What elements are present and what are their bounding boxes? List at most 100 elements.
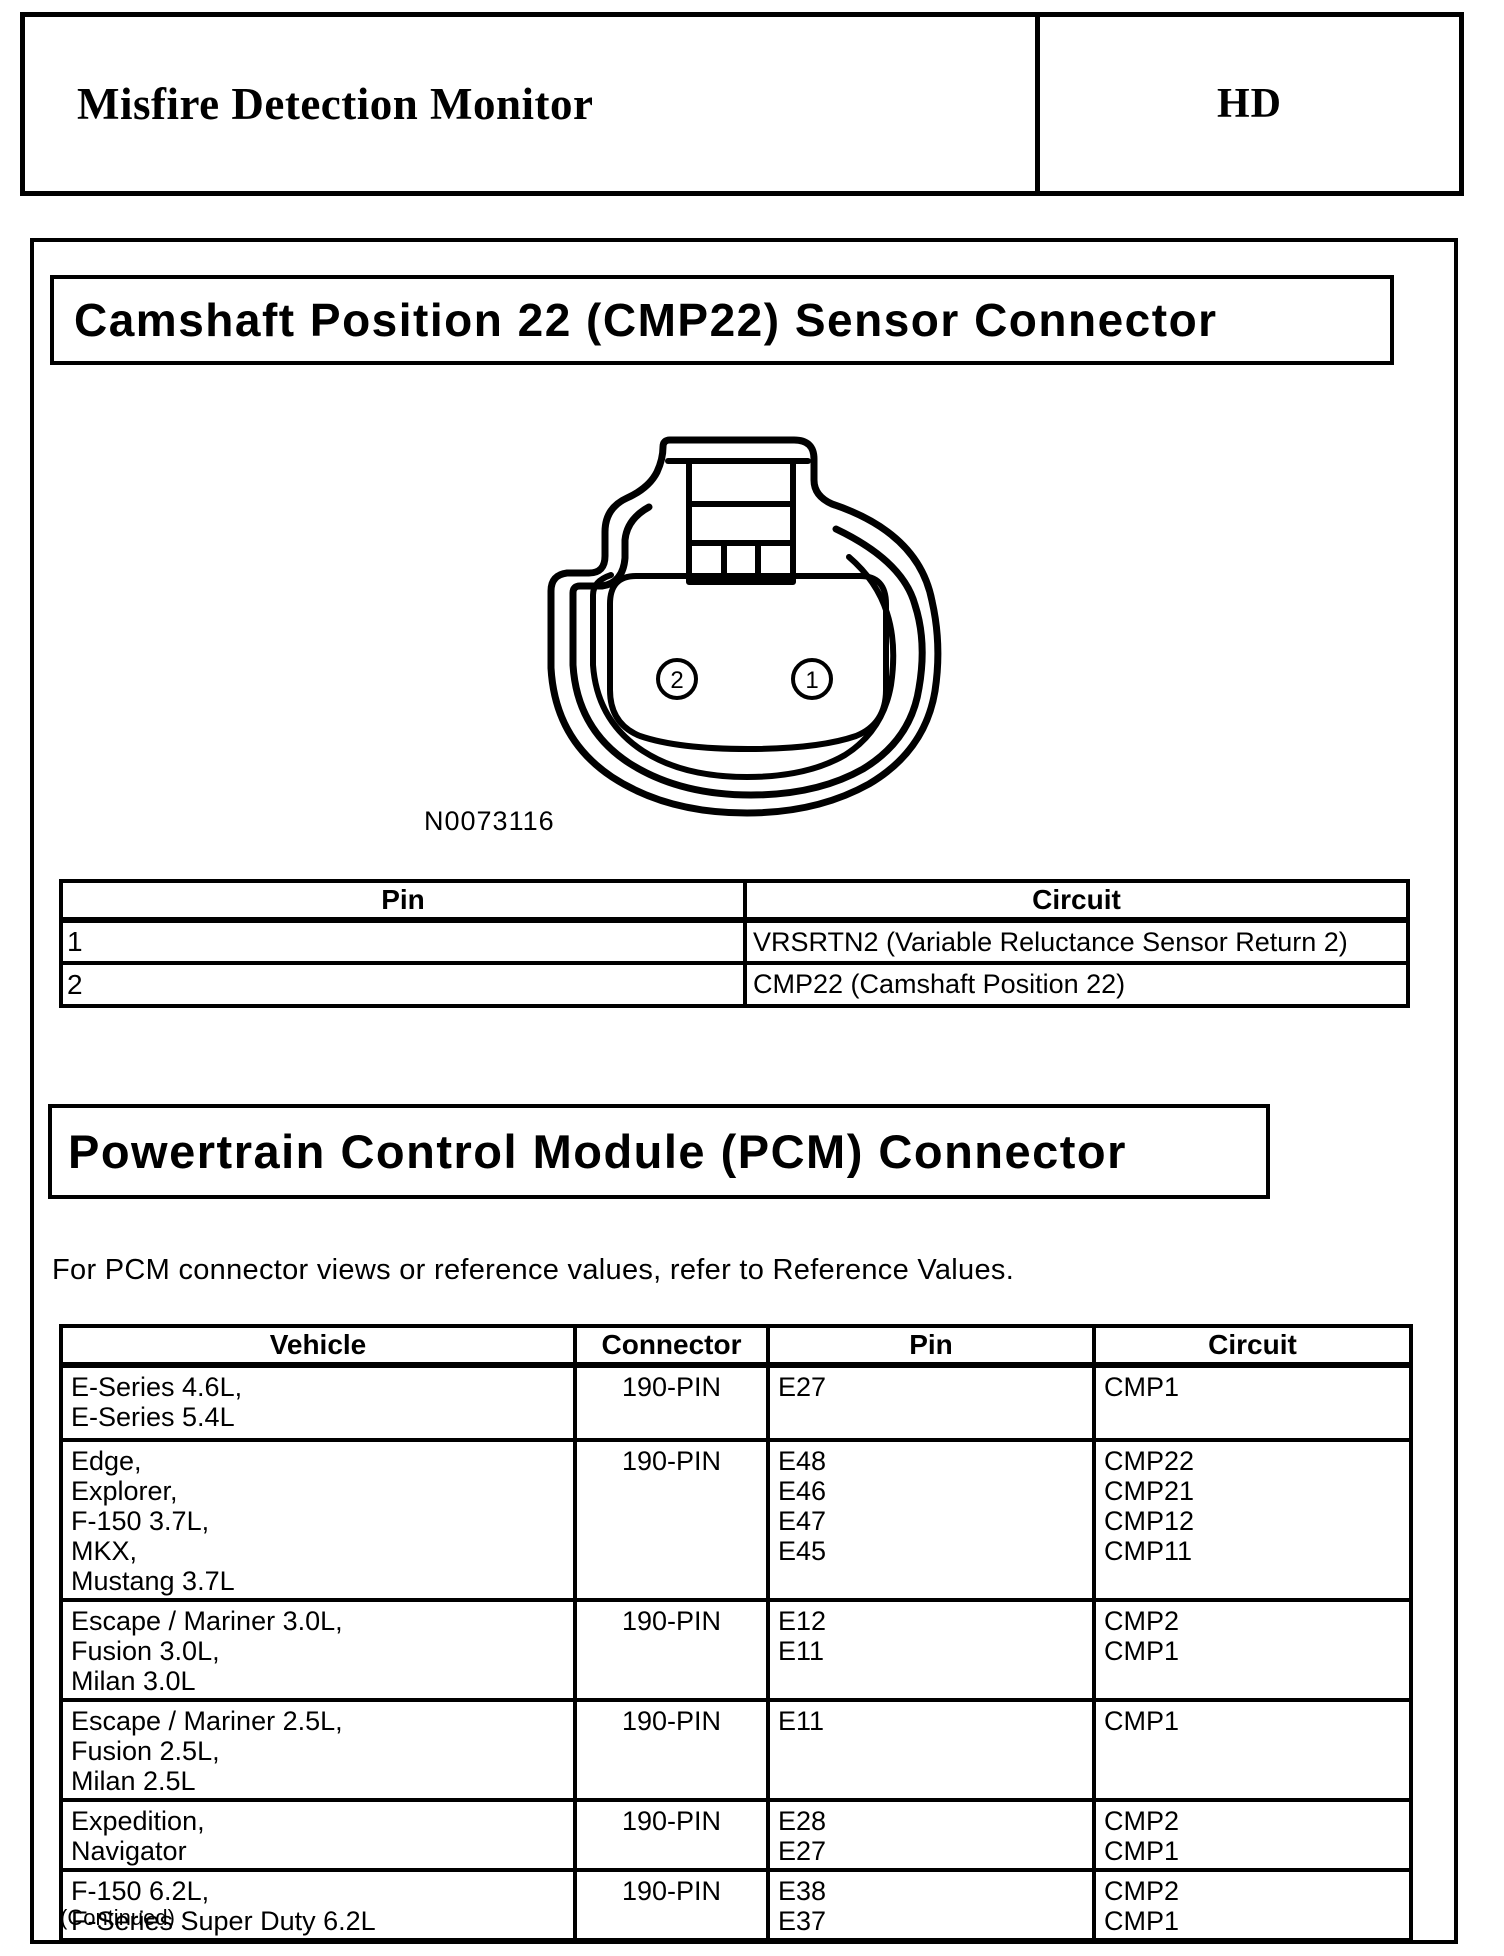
vehicle-line: F-Series Super Duty 6.2L: [71, 1906, 376, 1936]
cmp22-connector-figure: 2 1 N0073116: [422, 434, 952, 836]
pin-line: E38: [778, 1876, 827, 1906]
pin-line: E47: [778, 1506, 827, 1536]
vehicle-line: Mustang 3.7L: [71, 1566, 235, 1596]
circuit-cell: CMP1: [1092, 1363, 1413, 1442]
column-header: Connector: [573, 1324, 770, 1368]
vehicle-line: E-Series 4.6L,: [71, 1372, 243, 1402]
pcm-intro-prefix: For PCM connector views or reference val…: [52, 1254, 773, 1286]
pin-line: E28: [778, 1806, 827, 1836]
circuit-line: CMP1: [1104, 1636, 1180, 1666]
column-header: Circuit: [1092, 1324, 1413, 1368]
page-code: HD: [1217, 81, 1282, 127]
section-heading-cmp22: Camshaft Position 22 (CMP22) Sensor Conn…: [50, 275, 1394, 365]
circuit-line: CMP1: [1104, 1706, 1180, 1736]
column-header: Circuit: [743, 879, 1410, 923]
circuit-cell: CMP22 (Camshaft Position 22): [743, 961, 1410, 1008]
page-header-right: HD: [1035, 17, 1459, 191]
circuit-line: CMP1: [1104, 1906, 1180, 1936]
column-header: Pin: [766, 1324, 1096, 1368]
vehicle-line: MKX,: [71, 1536, 138, 1566]
pin-line: E27: [778, 1372, 827, 1402]
pin-line: E12: [778, 1606, 827, 1636]
page-title: Misfire Detection Monitor: [77, 79, 594, 129]
column-header: Vehicle: [59, 1324, 577, 1368]
vehicle-line: Edge,: [71, 1446, 142, 1476]
vehicle-line: Fusion 2.5L,: [71, 1736, 220, 1766]
circuit-line: CMP11: [1104, 1536, 1193, 1566]
connector-cell: 190-PIN: [573, 1868, 770, 1942]
vehicle-line: E-Series 5.4L: [71, 1402, 235, 1432]
section-heading-pcm-text: Powertrain Control Module (PCM) Connecto…: [68, 1125, 1127, 1178]
pin-2-number: 2: [670, 667, 683, 694]
connector-middle-outline: [569, 503, 926, 799]
pin-line: E11: [778, 1706, 825, 1736]
circuit-line: CMP21: [1104, 1476, 1195, 1506]
figure-label: N0073116: [424, 806, 555, 836]
vehicle-cell: Edge,Explorer,F-150 3.7L,MKX,Mustang 3.7…: [59, 1438, 577, 1602]
circuit-cell: CMP1: [1092, 1698, 1413, 1802]
column-header: Pin: [59, 879, 747, 923]
pin-cell: 2: [59, 961, 747, 1008]
pcm-table-row: Edge,Explorer,F-150 3.7L,MKX,Mustang 3.7…: [59, 1438, 1413, 1602]
pcm-table-row: Escape / Mariner 2.5L,Fusion 2.5L,Milan …: [59, 1698, 1413, 1802]
pcm-table-row: Escape / Mariner 3.0L,Fusion 3.0L,Milan …: [59, 1598, 1413, 1702]
page-header-left: Misfire Detection Monitor: [25, 17, 1035, 191]
section-heading-cmp22-text: Camshaft Position 22 (CMP22) Sensor Conn…: [74, 294, 1218, 346]
pin-cell: 1: [59, 918, 747, 965]
connector-outer-outline: [547, 436, 942, 817]
content-box: Camshaft Position 22 (CMP22) Sensor Conn…: [30, 238, 1458, 1944]
pin-cell: E27: [766, 1363, 1096, 1442]
connector-face: [607, 573, 889, 752]
connector-cell: 190-PIN: [573, 1798, 770, 1872]
vehicle-cell: Escape / Mariner 2.5L,Fusion 2.5L,Milan …: [59, 1698, 577, 1802]
circuit-cell: VRSRTN2 (Variable Reluctance Sensor Retu…: [743, 918, 1410, 965]
vehicle-line: F-150 3.7L,: [71, 1506, 210, 1536]
vehicle-line: Explorer,: [71, 1476, 178, 1506]
circuit-line: CMP1: [1104, 1372, 1180, 1402]
connector-cell: 190-PIN: [573, 1438, 770, 1602]
connector-cell: 190-PIN: [573, 1698, 770, 1802]
vehicle-line: Fusion 3.0L,: [71, 1636, 220, 1666]
reference-values-text: Reference Values.: [772, 1254, 1015, 1286]
vehicle-line: Milan 3.0L: [71, 1666, 196, 1696]
vehicle-line: F-150 6.2L,: [71, 1876, 210, 1906]
vehicle-cell: Expedition,Navigator: [59, 1798, 577, 1872]
pin-line: E48: [778, 1446, 827, 1476]
vehicle-line: Milan 2.5L: [71, 1766, 196, 1796]
pin-line: E11: [778, 1636, 825, 1666]
connector-cell: 190-PIN: [573, 1598, 770, 1702]
connector-cell: 190-PIN: [573, 1363, 770, 1442]
pcm-table-row: E-Series 4.6L,E-Series 5.4L 190-PIN E27 CMP…: [59, 1363, 1413, 1442]
pin-line: E27: [778, 1836, 827, 1866]
vehicle-line: Expedition,: [71, 1806, 205, 1836]
pin-line: E37: [778, 1906, 827, 1936]
circuit-line: CMP22: [1104, 1446, 1195, 1476]
pcm-intro-text: For PCM connector views or reference val…: [52, 1254, 1014, 1287]
pin-1-number: 1: [805, 667, 818, 694]
circuit-line: CMP1: [1104, 1836, 1180, 1866]
vehicle-line: Escape / Mariner 2.5L,: [71, 1706, 343, 1736]
pin-line: E46: [778, 1476, 827, 1506]
circuit-line: CMP2: [1104, 1806, 1180, 1836]
circuit-line: CMP12: [1104, 1506, 1195, 1536]
vehicle-cell: Escape / Mariner 3.0L,Fusion 3.0L,Milan …: [59, 1598, 577, 1702]
circuit-line: CMP2: [1104, 1876, 1180, 1906]
vehicle-cell: F-150 6.2L,F-Series Super Duty 6.2L: [59, 1868, 577, 1942]
pin-cell: E11: [766, 1698, 1096, 1802]
connector-inner-outline: [590, 554, 897, 780]
cmp22-connector-diagram: 2 1 N0073116: [424, 436, 942, 836]
